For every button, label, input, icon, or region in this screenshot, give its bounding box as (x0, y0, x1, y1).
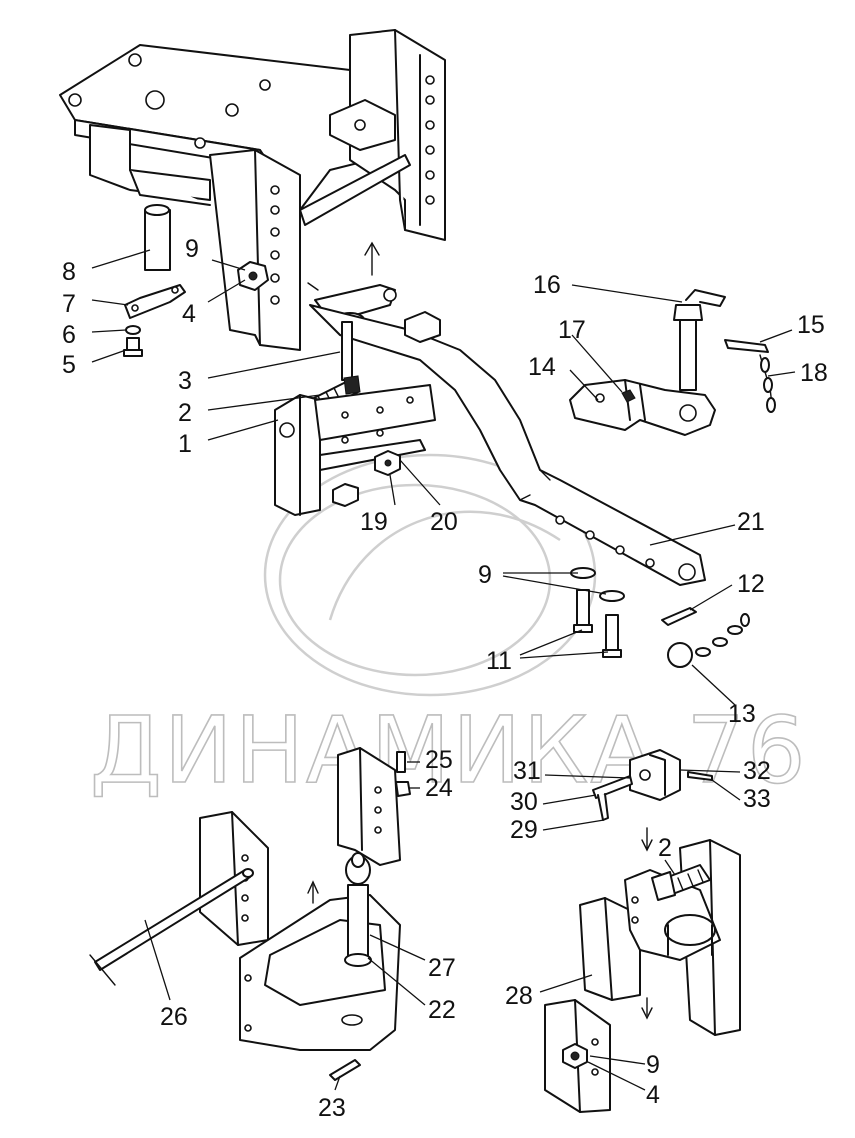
part-label: 29 (510, 816, 538, 844)
part-label: 31 (513, 757, 541, 785)
part-labels: 8 7 6 5 9 4 3 2 1 19 20 16 17 14 15 18 2… (62, 235, 828, 1122)
part-label: 23 (318, 1094, 346, 1122)
top-hitch-assembly (59, 29, 776, 668)
part-label: 12 (737, 570, 765, 598)
part-label: 4 (182, 300, 196, 328)
part-label: 6 (62, 321, 76, 349)
part-label: 9 (478, 561, 492, 589)
bottom-right-assembly (544, 749, 741, 1113)
part-label: 19 (360, 508, 388, 536)
part-label: 16 (533, 271, 561, 299)
part-label: 27 (428, 954, 456, 982)
part-label: 30 (510, 788, 538, 816)
part-label: 1 (178, 430, 192, 458)
part-label: 24 (425, 774, 453, 802)
part-label: 20 (430, 508, 458, 536)
part-label: 22 (428, 996, 456, 1024)
part-label: 26 (160, 1003, 188, 1031)
part-label: 9 (646, 1051, 660, 1079)
part-label: 13 (728, 700, 756, 728)
part-label: 32 (743, 757, 771, 785)
part-label: 21 (737, 508, 765, 536)
watermark-text: ДИНАМИКА 76 (90, 697, 808, 804)
part-label: 7 (62, 290, 76, 318)
part-label: 18 (800, 359, 828, 387)
part-label: 25 (425, 746, 453, 774)
part-label: 33 (743, 785, 771, 813)
bottom-left-assembly (89, 747, 411, 1081)
part-label: 15 (797, 311, 825, 339)
part-label: 28 (505, 982, 533, 1010)
part-label: 11 (486, 647, 512, 675)
part-label: 2 (658, 834, 672, 862)
part-label: 3 (178, 367, 192, 395)
part-label: 8 (62, 258, 76, 286)
part-label: 14 (528, 353, 556, 381)
part-label: 17 (558, 316, 586, 344)
leader-lines (91, 249, 796, 1091)
part-label: 5 (62, 351, 76, 379)
part-label: 9 (185, 235, 199, 263)
part-label: 4 (646, 1081, 660, 1109)
part-label: 2 (178, 399, 192, 427)
